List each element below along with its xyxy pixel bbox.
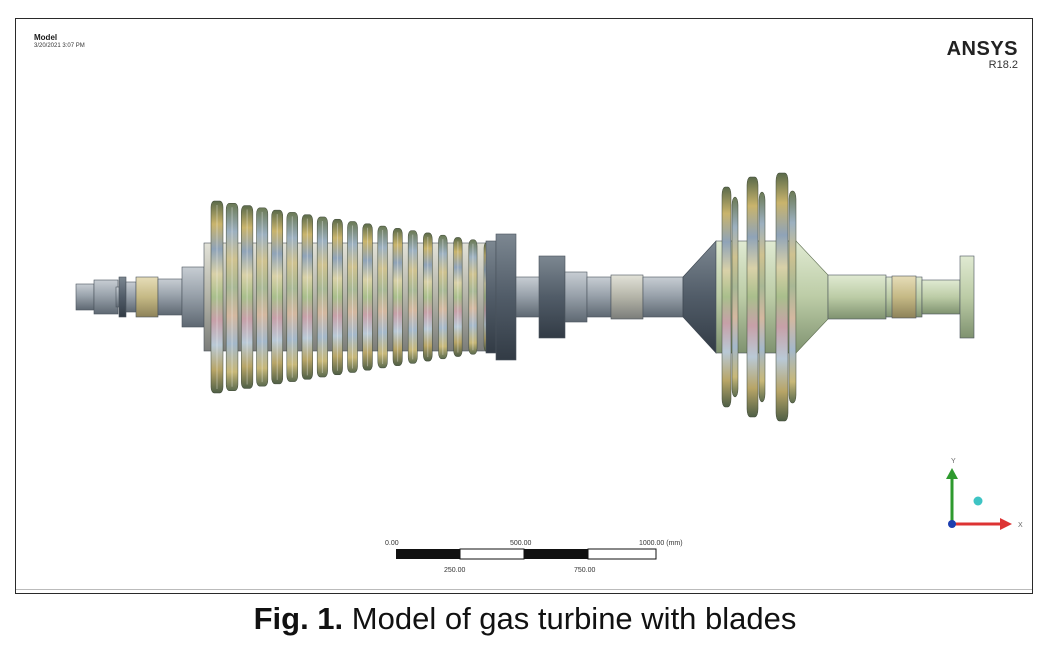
compressor-blade-stage bbox=[347, 221, 358, 373]
scale-label-250: 250.00 bbox=[444, 567, 466, 574]
compressor-blade-stage bbox=[332, 218, 343, 376]
compressor-blade-stage bbox=[271, 209, 284, 385]
compressor-blade-stage bbox=[362, 223, 373, 371]
mid-shaft-long bbox=[642, 276, 684, 318]
mid-shaft-collar bbox=[564, 271, 588, 323]
view-sphere bbox=[973, 496, 983, 506]
y-axis-arrowhead bbox=[946, 468, 958, 479]
shaft-collar-left bbox=[93, 279, 119, 315]
ansys-logo: ANSYS bbox=[946, 38, 1018, 60]
mid-shaft-flange bbox=[538, 255, 566, 339]
compressor-blade-stage bbox=[468, 239, 478, 355]
right-shaft-step bbox=[921, 279, 961, 315]
right-shaft bbox=[827, 274, 887, 320]
x-axis-label: X bbox=[1018, 522, 1023, 529]
shaft-end-left bbox=[75, 283, 95, 311]
ansys-brand: ANSYS R18.2 bbox=[947, 39, 1018, 71]
mid-shaft-bearing bbox=[586, 276, 612, 318]
turbine-blade-stage bbox=[788, 190, 797, 404]
right-shaft-tan bbox=[891, 275, 917, 319]
scale-label-500: 500.00 bbox=[510, 540, 532, 547]
scale-bar: 0.00 500.00 1000.00 (mm) 250.00 750.00 bbox=[385, 540, 683, 574]
mid-shaft-sleeve bbox=[610, 274, 644, 320]
compressor-blade-stage bbox=[453, 237, 463, 357]
x-axis-arrowhead bbox=[1000, 518, 1012, 530]
turbine-cone-outlet bbox=[795, 240, 829, 354]
turbine-cone-inlet bbox=[682, 240, 717, 354]
right-shaft-flange bbox=[959, 255, 975, 339]
shaft-step-left bbox=[125, 281, 137, 313]
shaft-step-left-2 bbox=[157, 278, 183, 316]
axis-triad[interactable]: Y X bbox=[946, 458, 1023, 530]
turbine-model: 0.00 500.00 1000.00 (mm) 250.00 750.00 Y… bbox=[75, 172, 1023, 574]
model-label: Model bbox=[34, 33, 58, 42]
caption-text: Model of gas turbine with blades bbox=[343, 601, 797, 636]
turbine-blade-stage bbox=[721, 186, 732, 408]
mid-shaft bbox=[515, 276, 542, 318]
model-header: Model 3/20/2021 3:07 PM bbox=[34, 33, 85, 50]
compressor-blade-stage bbox=[316, 216, 328, 378]
compressor-exit-disk bbox=[485, 240, 497, 354]
compressor-exit-flange bbox=[495, 233, 517, 361]
scale-label-750: 750.00 bbox=[574, 567, 596, 574]
turbine-blade-stage bbox=[758, 191, 766, 403]
caption-label: Fig. 1. bbox=[253, 601, 344, 636]
turbine-blade-stage bbox=[731, 196, 739, 398]
shaft-ring-left bbox=[118, 276, 127, 318]
compressor-blade-stage bbox=[377, 225, 388, 369]
scale-label-1000: 1000.00 (mm) bbox=[639, 540, 683, 547]
compressor-blade-stage bbox=[423, 232, 433, 362]
turbine-blade-stage bbox=[775, 172, 789, 422]
status-bar bbox=[16, 589, 1032, 593]
compressor-hub-step bbox=[181, 266, 205, 328]
y-axis-label: Y bbox=[951, 458, 956, 465]
figure-caption: Fig. 1. Model of gas turbine with blades bbox=[0, 596, 1050, 642]
model-timestamp: 3/20/2021 3:07 PM bbox=[34, 43, 85, 49]
compressor-blade-stage bbox=[225, 203, 239, 391]
shaft-tan-segment bbox=[135, 276, 159, 318]
compressor-blade-stage bbox=[407, 230, 418, 364]
turbine-blade-stage bbox=[746, 176, 759, 418]
compressor-blade-stage bbox=[241, 205, 254, 389]
compressor-blade-stage bbox=[301, 214, 313, 380]
ansys-version: R18.2 bbox=[988, 59, 1018, 71]
compressor-blade-stage bbox=[438, 234, 448, 360]
model-viewport[interactable]: Model 3/20/2021 3:07 PM ANSYS R18.2 bbox=[15, 18, 1033, 594]
compressor-blade-stage bbox=[256, 207, 269, 387]
scale-label-0: 0.00 bbox=[385, 540, 399, 547]
compressor-blade-stage bbox=[210, 200, 224, 394]
compressor-blade-stage bbox=[392, 228, 403, 366]
z-axis-origin bbox=[948, 520, 956, 528]
compressor-blade-stage bbox=[286, 212, 298, 382]
